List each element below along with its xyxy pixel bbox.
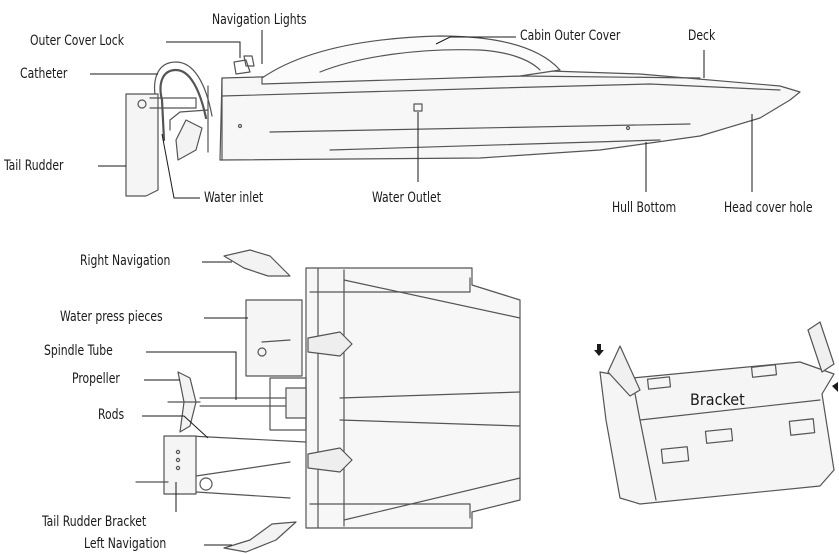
bracket-hole-1 — [175, 449, 181, 455]
cabin-outer-cover — [261, 35, 561, 85]
side-view-boat — [125, 35, 801, 197]
hull-strake-1 — [269, 123, 691, 133]
deck-strip-bottom — [343, 477, 521, 521]
leader-outer-cover-lock — [166, 41, 241, 58]
deck-strip-top — [343, 279, 521, 319]
rudder-arm-pivot — [199, 477, 213, 491]
label-navigation-lights: Navigation Lights — [212, 12, 307, 28]
keel-top — [339, 391, 521, 399]
catheter-tube-inner — [154, 61, 213, 141]
leader-water-inlet — [161, 133, 200, 199]
deck-line — [221, 83, 781, 97]
bracket-slot-4 — [660, 446, 690, 464]
top-view-boat — [135, 249, 521, 553]
label-cabin-outer-cover: Cabin Outer Cover — [520, 28, 621, 44]
bracket-inner-bottom — [639, 419, 657, 501]
hull-rivet-1 — [237, 123, 243, 129]
down-arrow-icon — [594, 344, 604, 356]
water-press-piece — [245, 299, 303, 377]
label-left-navigation: Left Navigation — [84, 536, 167, 552]
label-head-cover-hole: Head cover hole — [724, 200, 813, 216]
label-propeller: Propeller — [72, 371, 120, 387]
label-water-outlet: Water Outlet — [372, 190, 441, 206]
bracket-arrows — [594, 344, 838, 392]
rudder-mount — [149, 97, 197, 109]
hull-side-top — [309, 277, 471, 293]
hull-outline — [219, 69, 801, 161]
bracket-slot-2 — [750, 364, 778, 378]
strut — [169, 109, 209, 131]
label-outer-cover-lock: Outer Cover Lock — [30, 33, 125, 49]
leader-spindle-tube — [146, 351, 237, 400]
press-piece-screw — [257, 347, 267, 357]
tail-rudder-side — [125, 93, 159, 197]
leader-rods — [142, 415, 209, 439]
navigation-light — [233, 59, 251, 75]
bracket-right-upright — [807, 321, 835, 373]
outer-cover-lock — [243, 55, 255, 67]
label-deck: Deck — [688, 28, 716, 44]
label-bracket: Bracket — [690, 390, 745, 409]
hull-strake-2 — [329, 139, 661, 151]
trim-tab-top — [307, 331, 353, 357]
label-catheter: Catheter — [20, 66, 68, 82]
bracket-slot-3 — [704, 428, 734, 444]
press-piece-slot — [261, 339, 291, 343]
left-navigation-light-top — [223, 521, 297, 553]
label-hull-bottom: Hull Bottom — [612, 200, 677, 216]
bracket-slot-5 — [788, 418, 816, 436]
hull-rivet-2 — [625, 125, 631, 131]
bracket-hole-3 — [175, 465, 181, 471]
right-arrow-icon — [832, 382, 838, 392]
label-water-inlet: Water inlet — [204, 190, 264, 206]
bracket-left-upright — [607, 345, 641, 397]
label-tail-rudder-bracket: Tail Rudder Bracket — [42, 514, 147, 530]
hull-side-bottom — [309, 503, 471, 519]
keel-bottom — [339, 419, 521, 427]
bracket-hole-2 — [175, 457, 181, 463]
label-spindle-tube: Spindle Tube — [44, 343, 113, 359]
bracket-part — [599, 321, 835, 505]
water-outlet-port — [413, 103, 423, 112]
propeller-side — [175, 119, 203, 161]
label-right-navigation: Right Navigation — [80, 253, 171, 269]
right-navigation-light-top — [223, 249, 291, 277]
hull-top-outline — [305, 267, 521, 529]
bracket-slot-1 — [646, 376, 672, 390]
label-rods: Rods — [98, 407, 125, 423]
catheter-tube — [159, 68, 208, 142]
bracket-base — [599, 361, 835, 505]
rudder-pivot — [137, 99, 147, 109]
label-water-press-pieces: Water press pieces — [60, 309, 163, 325]
motor-mount — [285, 387, 307, 419]
cabin-window — [319, 49, 541, 73]
label-tail-rudder: Tail Rudder — [4, 158, 64, 174]
rod — [189, 435, 307, 443]
tail-rudder-bracket-body — [163, 435, 197, 495]
trim-tab-bottom — [307, 447, 353, 473]
tail-rudder-arm — [135, 461, 291, 499]
leader-cabin-outer-cover — [435, 36, 516, 45]
